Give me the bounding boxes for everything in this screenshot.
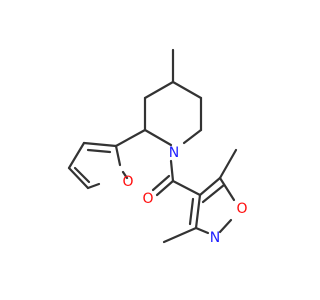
bond (171, 179, 202, 197)
bond (162, 226, 198, 244)
bond (86, 182, 101, 190)
isoxazole-nitrogen-label: N (210, 230, 220, 246)
bond (121, 170, 129, 180)
bond (114, 144, 122, 167)
bonds (67, 48, 238, 244)
bond (82, 141, 118, 148)
bond (194, 193, 202, 230)
bond (143, 128, 173, 147)
isoxazole-oxygen-label: O (236, 201, 247, 217)
chemical-structure-canvas: N O O O N (67, 48, 248, 246)
bond (114, 128, 147, 148)
bond (143, 80, 175, 100)
bond (188, 197, 195, 226)
bond (155, 179, 175, 197)
bond (198, 176, 222, 197)
furan-oxygen-label: O (122, 174, 133, 190)
bond (194, 226, 210, 235)
bond (73, 166, 91, 184)
bond (169, 159, 175, 183)
bond (218, 218, 233, 234)
bond (201, 183, 226, 204)
bond (182, 128, 203, 145)
piperidine-nitrogen-label: N (169, 145, 179, 161)
atom-labels: N O O O N (122, 145, 247, 246)
carbonyl-oxygen-label: O (142, 191, 153, 207)
molecule-drawing: N O O O N (67, 48, 248, 246)
bond (151, 174, 171, 192)
bond (218, 176, 236, 202)
bond (67, 166, 90, 190)
bond (67, 141, 86, 170)
bond (218, 148, 238, 180)
bond (171, 80, 203, 100)
bond (86, 148, 112, 154)
